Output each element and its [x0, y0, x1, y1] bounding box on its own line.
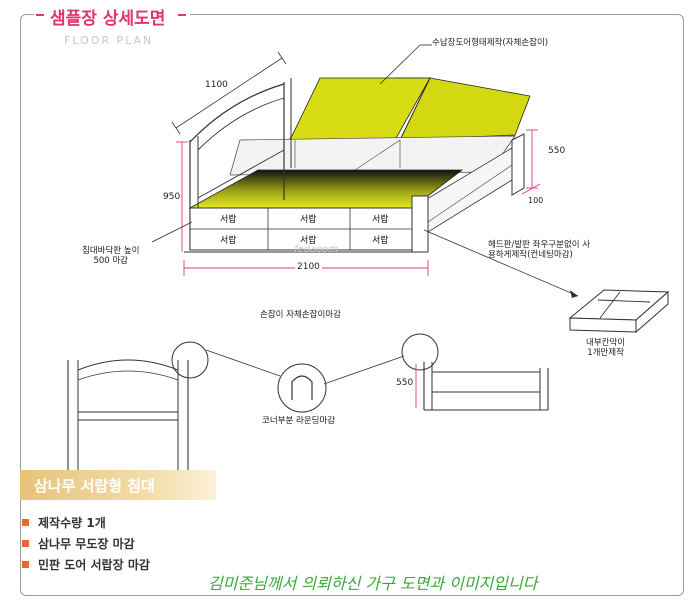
spec-item-1: 제작수량 1개: [38, 516, 106, 530]
dim-width-line: [175, 57, 283, 129]
watermark: fedaoom: [294, 244, 339, 255]
headboard-arch: [189, 83, 285, 143]
dim-headboard-label: 550: [548, 146, 566, 156]
page-title: 샘플장 상세도면: [50, 9, 166, 29]
link-left: [205, 349, 281, 377]
front-arch: [77, 359, 179, 371]
footer-note: 김미준님께서 의뢰하신 가구 도면과 이미지입니다: [208, 574, 538, 593]
lid-seam: [399, 77, 431, 141]
tray-back: [229, 135, 516, 176]
front-arch-inner: [77, 370, 179, 381]
dim-width-tick-1: [171, 121, 181, 135]
handle-note-label: 손잡이 자체손잡이마감: [260, 310, 341, 320]
headboard-note-label: 헤드판/발판 좌우구분없이 사 용하게제작(컨네팅마감): [488, 240, 591, 261]
bullet-icon-2: [22, 540, 29, 547]
dim-height-label: 950: [163, 192, 181, 202]
dim-detail-label: 550: [396, 378, 414, 388]
leader-storage-door: [379, 44, 421, 85]
dim-width-tick-2: [277, 51, 287, 65]
page-subtitle: FLOOR PLAN: [64, 34, 154, 47]
bullet-icon-1: [22, 519, 29, 526]
side-rail-line: [427, 164, 513, 223]
headboard-arch-inner: [197, 97, 285, 151]
leader-bottom: [151, 221, 193, 243]
bottom-plate-label: 침대바닥판 높이 500 마감: [82, 246, 140, 267]
partition-divider-2: [599, 291, 621, 319]
drawer-label-6: 서랍: [372, 236, 389, 246]
partition-divider-1: [597, 299, 651, 303]
corner-note-label: 코너부분 라운딩마감: [262, 416, 336, 426]
drawer-label-2: 서랍: [300, 215, 317, 225]
drawer-label-3: 서랍: [372, 215, 389, 225]
leader-headboard: [423, 229, 579, 297]
dim-length-label: 2100: [295, 262, 322, 273]
storage-door-label: 수납장도어형태제작(자체손잡이): [432, 38, 549, 48]
headboard-rail: [197, 149, 285, 199]
partition-note-label: 내부칸막이 1개만제작: [586, 338, 626, 359]
footboard-post-front: [411, 195, 429, 253]
spec-item-3: 민판 도어 서랍장 마감: [38, 558, 150, 572]
dim-thickness-label: 100: [528, 196, 544, 205]
bullet-icon-3: [22, 561, 29, 568]
leader-headboard-arrow: [570, 290, 578, 298]
partition-box-front: [569, 317, 637, 333]
tray-partition-2: [354, 139, 401, 171]
corner-rounding: [291, 375, 313, 400]
drawer-label-5: 서랍: [300, 236, 317, 246]
detail-circle-left: [171, 341, 209, 379]
title-tick-left: [36, 14, 44, 16]
title-tab: [34, 2, 190, 30]
product-title: 삼나무 서랍형 침대: [34, 477, 155, 495]
footboard-post-back: [511, 133, 525, 196]
detail-circle-center: [277, 363, 327, 413]
drawer-label-1: 서랍: [220, 215, 237, 225]
product-band: [20, 470, 216, 500]
dim-width-label: 1100: [205, 80, 228, 90]
detail-circle-right: [401, 333, 439, 371]
drawer-label-4: 서랍: [220, 236, 237, 246]
spec-item-2: 삼나무 무도장 마감: [38, 537, 135, 551]
page-frame: [20, 14, 684, 596]
dim-thickness-line: [521, 183, 541, 195]
partition-box-side: [635, 290, 669, 334]
link-right: [323, 355, 405, 385]
title-tick-right: [178, 14, 186, 16]
